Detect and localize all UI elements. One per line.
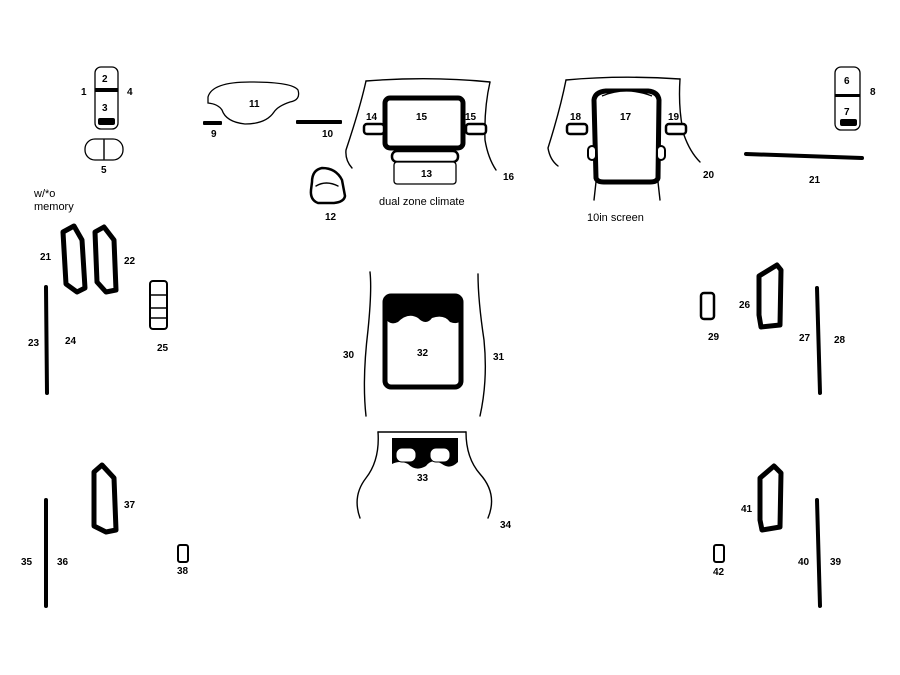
part-label: 4 (127, 87, 133, 98)
rear-switch-42 (713, 544, 725, 563)
seat-switch-25 (149, 280, 168, 330)
switch-29 (699, 291, 716, 321)
center-dash-dual-zone (345, 78, 497, 185)
part-label: 19 (668, 112, 680, 123)
part-label: 34 (500, 520, 512, 531)
rear-door-handle-trim-37 (91, 462, 119, 535)
part-label: 16 (503, 172, 515, 183)
rear-switch-38 (177, 544, 189, 563)
door-handle-trim-26 (756, 262, 784, 330)
part-label: 42 (713, 567, 725, 578)
part-label: 8 (870, 87, 876, 98)
part-label: 21 (40, 252, 52, 263)
rear-door-handle-trim-41 (757, 463, 784, 533)
part-label: 13 (421, 169, 433, 180)
door-strip-27-28 (815, 286, 822, 395)
center-dash-10in (547, 76, 701, 201)
trim-strip-9 (203, 121, 222, 125)
part-label: 21 (809, 175, 821, 186)
part-label: 24 (65, 336, 77, 347)
part-label: 10 (322, 129, 334, 140)
caption-10in-screen: 10in screen (587, 212, 644, 224)
door-handle-trim-21 (60, 223, 88, 295)
part-label: 2 (102, 74, 108, 85)
part-label: 28 (834, 335, 846, 346)
part-label: 11 (249, 99, 260, 110)
part-label: 17 (620, 112, 632, 123)
part-label: 6 (844, 76, 850, 87)
center-console-lower (356, 431, 493, 519)
part-label: 25 (157, 343, 169, 354)
caption-memory-line1: w/*o (33, 188, 55, 200)
part-label: 41 (741, 504, 753, 515)
door-strip-23-24 (44, 285, 49, 395)
part-label: 27 (799, 333, 811, 344)
steering-wheel-trim (207, 81, 300, 125)
center-console-upper (363, 271, 487, 417)
door-handle-trim-22 (92, 224, 119, 295)
part-label: 38 (177, 566, 189, 577)
part-label: 3 (102, 103, 108, 114)
part-label: 35 (21, 557, 33, 568)
part-label: 5 (101, 165, 107, 176)
door-switch-panel-driver (94, 66, 119, 130)
part-label: 29 (708, 332, 720, 343)
part-label: 14 (366, 112, 378, 123)
part-label: 40 (798, 557, 810, 568)
part-label: 1 (81, 87, 87, 98)
part-label: 31 (493, 352, 505, 363)
shifter-knob (309, 166, 347, 205)
part-label: 37 (124, 500, 136, 511)
part-label: 15 (465, 112, 477, 123)
caption-dual-zone-climate: dual zone climate (379, 196, 465, 208)
part-label: 7 (844, 107, 850, 118)
part-label: 22 (124, 256, 136, 267)
window-switch-pad (84, 138, 124, 161)
part-label: 12 (325, 212, 337, 223)
part-label: 15 (416, 112, 428, 123)
trim-strip-10 (296, 120, 342, 124)
part-label: 18 (570, 112, 582, 123)
part-label: 23 (28, 338, 40, 349)
part-label: 39 (830, 557, 842, 568)
caption-memory-line2: memory (34, 201, 74, 213)
part-label: 33 (417, 473, 429, 484)
part-label: 20 (703, 170, 715, 181)
part-label: 30 (343, 350, 355, 361)
rear-door-strip-39-40 (815, 498, 822, 608)
door-switch-panel-passenger (834, 66, 861, 131)
part-label: 26 (739, 300, 751, 311)
part-label: 9 (211, 129, 217, 140)
part-label: 32 (417, 348, 429, 359)
dash-strip-21 (744, 152, 864, 160)
part-label: 36 (57, 557, 69, 568)
